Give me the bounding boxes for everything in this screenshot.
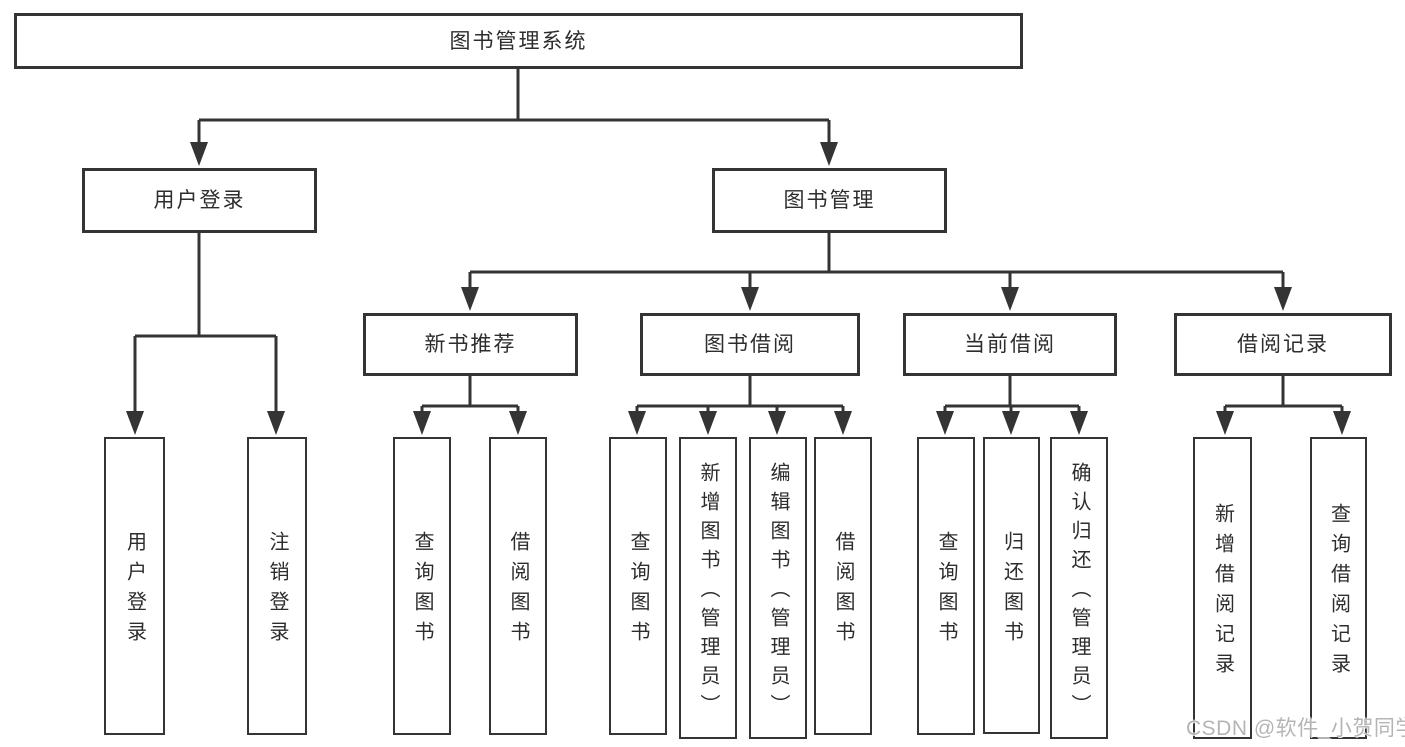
arrow-down-icon — [461, 287, 479, 311]
node-user-login-branch-label: 用户登录 — [153, 189, 246, 212]
arrow-down-icon — [1002, 411, 1020, 435]
node-return-books: 归还图书 — [983, 437, 1040, 734]
node-new-book-recommend: 新书推荐 — [363, 313, 578, 376]
node-book-borrowing: 图书借阅 — [640, 313, 860, 376]
node-current-borrowing: 当前借阅 — [903, 313, 1117, 376]
arrow-down-icon — [628, 411, 646, 435]
arrow-down-icon — [126, 411, 144, 435]
node-book-management-label: 图书管理 — [783, 189, 876, 212]
node-confirm-return-admin: 确认归还（管理员） — [1050, 437, 1108, 739]
node-add-books-admin: 新增图书（管理员） — [679, 437, 737, 739]
arrow-down-icon — [820, 142, 838, 166]
node-logout-login-label: 注销登录 — [266, 531, 288, 651]
arrow-down-icon — [1274, 287, 1292, 311]
node-user-login: 用户登录 — [104, 437, 165, 735]
node-query-books-current: 查询图书 — [917, 437, 975, 735]
node-borrow-books-borrowing: 借阅图书 — [814, 437, 872, 735]
arrow-down-icon — [768, 411, 786, 435]
arrow-down-icon — [509, 411, 527, 435]
edges-book-borrowing — [635, 376, 845, 414]
node-book-borrowing-label: 图书借阅 — [704, 333, 796, 356]
arrow-down-icon — [1333, 411, 1351, 435]
arrow-down-icon — [1216, 411, 1234, 435]
edges-book-management — [468, 233, 1285, 290]
arrow-down-icon — [936, 411, 954, 435]
node-edit-books-admin-label: 编辑图书（管理员） — [767, 462, 789, 723]
node-logout-login: 注销登录 — [247, 437, 307, 735]
node-query-borrow-record-label: 查询借阅记录 — [1327, 503, 1350, 683]
node-borrow-books-recommend: 借阅图书 — [489, 437, 547, 735]
arrow-down-icon — [741, 287, 759, 311]
node-add-books-admin-label: 新增图书（管理员） — [697, 462, 719, 723]
edges-current-borrowing — [943, 376, 1081, 414]
node-library-system: 图书管理系统 — [14, 13, 1023, 69]
node-return-books-label: 归还图书 — [1000, 530, 1023, 651]
arrow-down-icon — [834, 411, 852, 435]
node-confirm-return-admin-label: 确认归还（管理员） — [1068, 462, 1090, 723]
node-new-book-recommend-label: 新书推荐 — [424, 333, 517, 356]
node-current-borrowing-label: 当前借阅 — [964, 333, 1056, 356]
node-query-books-recommend-label: 查询图书 — [411, 531, 433, 651]
node-user-login-label: 用户登录 — [123, 531, 146, 651]
node-query-borrow-record: 查询借阅记录 — [1310, 437, 1367, 739]
node-query-books-recommend: 查询图书 — [393, 437, 451, 735]
edges-root — [197, 69, 831, 144]
csdn-watermark: CSDN @软件_小贺同学 — [1186, 717, 1405, 740]
node-borrowing-records: 借阅记录 — [1174, 313, 1392, 376]
arrow-down-icon — [1070, 411, 1088, 435]
node-query-books-borrowing: 查询图书 — [609, 437, 667, 735]
arrow-down-icon — [190, 142, 208, 166]
node-library-system-label: 图书管理系统 — [449, 29, 588, 53]
node-query-books-current-label: 查询图书 — [935, 531, 957, 651]
node-add-borrow-record: 新增借阅记录 — [1193, 437, 1252, 739]
edges-user-login — [133, 233, 278, 414]
node-query-books-borrowing-label: 查询图书 — [627, 531, 649, 651]
edges-new-book-recommend — [420, 376, 520, 414]
node-borrow-books-recommend-label: 借阅图书 — [507, 531, 529, 651]
arrow-down-icon — [699, 411, 717, 435]
node-user-login-branch: 用户登录 — [82, 168, 317, 233]
node-edit-books-admin: 编辑图书（管理员） — [749, 437, 807, 739]
node-book-management: 图书管理 — [712, 168, 947, 233]
node-add-borrow-record-label: 新增借阅记录 — [1211, 503, 1234, 683]
node-borrowing-records-label: 借阅记录 — [1237, 333, 1329, 356]
node-borrow-books-borrowing-label: 借阅图书 — [832, 531, 854, 651]
arrow-down-icon — [267, 411, 285, 435]
arrow-down-icon — [1001, 287, 1019, 311]
arrow-down-icon — [413, 411, 431, 435]
edges-borrowing-records — [1223, 376, 1344, 414]
